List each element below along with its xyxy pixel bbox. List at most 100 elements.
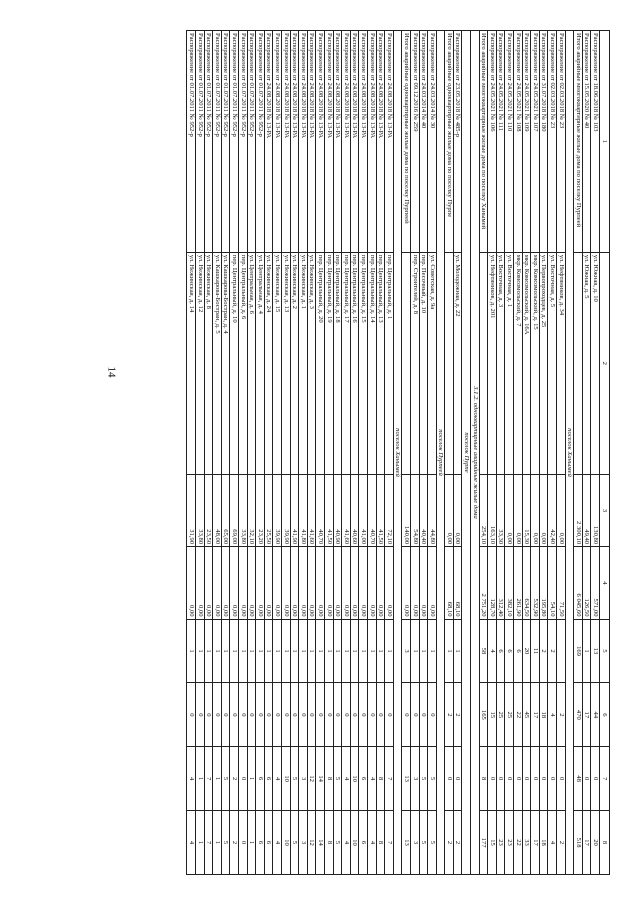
table-cell: Распоряжение от 24.05.2021 № 108 [513, 30, 523, 253]
table-cell: 22 [513, 682, 523, 747]
table-cell: 17 [530, 682, 540, 747]
table-cell: 0 [453, 746, 462, 811]
table-cell: 7 [384, 810, 394, 875]
table-cell: 65,00 [221, 474, 230, 547]
column-header: 7 [599, 746, 610, 811]
table-cell: Итого аварийные многоквартирные жилые до… [573, 30, 583, 253]
table-cell: ул. Нежинская, д. 12 [195, 252, 205, 475]
table-cell: 5 [427, 810, 437, 875]
table-cell: 0,00 [195, 546, 205, 620]
table-cell: 130,80 [590, 474, 600, 547]
table-cell: 5 [419, 746, 428, 811]
section-heading-row: поселок Пурпеей [436, 30, 445, 875]
table-cell: 0 [281, 682, 291, 747]
table-cell: ул. Центральная, д. 6 [247, 252, 256, 475]
table-cell: 0,00 [229, 546, 239, 620]
table-cell: Распоряжение от 31.07.2018 № 180 [539, 30, 548, 253]
table-cell: 128,70 [487, 546, 497, 620]
table-cell: пер. Центральный, д. 19 [324, 252, 334, 475]
table-cell: 5 [290, 746, 299, 811]
table-cell: ул. Кашкарова-Бостран, д. 4 [221, 252, 230, 475]
table-cell: 12 [307, 746, 316, 811]
table-cell: 6 [504, 619, 514, 683]
table-cell: 1 [333, 619, 342, 683]
document-sheet: 1 2 3 4 5 6 7 8 Распоряжение от 18.06.20… [95, 30, 610, 875]
table-cell: мкр. Комсомольский, д. 16А [522, 252, 531, 475]
table-cell: ул. Южная, д. 10 [590, 252, 600, 475]
table-cell: 0 [504, 746, 514, 811]
section-heading: 3.1.2. одноквартирные аварийные жилые до… [470, 30, 480, 875]
table-cell: ул. Нежинская, д. 2 [290, 252, 299, 475]
section-heading-row: поселок Ханымей [393, 30, 402, 875]
table-cell: 4 [547, 682, 557, 747]
table-cell: 3 [410, 810, 420, 875]
table-cell: 1 [195, 746, 205, 811]
table-cell: 6 [496, 619, 505, 683]
table-cell: 0,00 [410, 546, 420, 620]
table-cell: пер. Песочный, д. 10 [419, 252, 428, 475]
table-cell: 0 [590, 746, 600, 811]
table-cell: Распоряжение от 24.08.2018 № 13-РА [333, 30, 342, 253]
table-cell: Распоряжение от 24.08.2018 № 13-РА [264, 30, 273, 253]
table-cell: 13 [590, 619, 600, 683]
table-cell: 1 [195, 810, 205, 875]
table-cell: 2 [556, 810, 566, 875]
table-cell: 0,00 [187, 546, 196, 620]
table-cell: Распоряжение от 24.08.2018 № 13-РА [324, 30, 334, 253]
table-cell: 25 [504, 682, 514, 747]
table-cell: 1 [281, 619, 291, 683]
table-cell [556, 619, 566, 683]
table-cell: 15 [487, 810, 497, 875]
table-cell: 1 [350, 619, 359, 683]
table-cell: 0 [410, 682, 420, 747]
table-cell: 0,00 [315, 546, 325, 620]
table-cell: 2 [229, 746, 239, 811]
table-cell: Распоряжение от 24.08.2018 № 13-РА [376, 30, 385, 253]
table-cell: 0 [204, 682, 213, 747]
table-cell: 2 [453, 810, 462, 875]
table-cell: 0,00 [298, 546, 308, 620]
table-cell: 1 [204, 619, 213, 683]
table-cell: 48 [573, 746, 583, 811]
table-cell: 1 [427, 619, 437, 683]
table-cell: пер. Центральный, д. 10 [229, 252, 239, 475]
table-cell: 1 [358, 619, 368, 683]
table-cell: 23 [504, 810, 514, 875]
table-cell: 0 [307, 682, 316, 747]
table-cell: 4 [187, 810, 196, 875]
table-cell: 18 [539, 810, 548, 875]
table-cell: 0 [341, 682, 351, 747]
table-cell: 13 [401, 746, 411, 811]
table-cell: 0 [315, 682, 325, 747]
table-cell: Распоряжение от 01.07.2011 № 952-р [187, 30, 196, 253]
table-cell: 4 [272, 810, 282, 875]
table-cell: 23,50 [204, 474, 213, 547]
table-cell: Распоряжение от 15.05.2020 № 40 [582, 30, 591, 253]
table-cell: 0,00 [238, 546, 248, 620]
table-cell: 0,00 [427, 546, 437, 620]
table-cell: 2 [547, 619, 557, 683]
table-cell: 0 [487, 746, 497, 811]
table-cell: 0 [238, 746, 248, 811]
table-cell: 532,90 [530, 546, 540, 620]
table-cell: 0 [367, 682, 377, 747]
table-cell: 0,00 [221, 546, 230, 620]
table-cell: 0,00 [401, 546, 411, 620]
table-cell: 0,00 [513, 474, 523, 547]
table-cell: 49,40 [582, 474, 591, 547]
section-heading-row: поселок Ханымей [565, 30, 574, 875]
table-cell: Распоряжение от 01.07.2011 № 952-р [247, 30, 256, 253]
table-cell: 1 [367, 619, 377, 683]
table-cell: 5 [427, 746, 437, 811]
table-cell: 23,20 [255, 474, 265, 547]
table-cell: мкр. Комсомольский, д. 7 [513, 252, 523, 475]
rotated-table-container: 1 2 3 4 5 6 7 8 Распоряжение от 18.06.20… [95, 30, 610, 875]
